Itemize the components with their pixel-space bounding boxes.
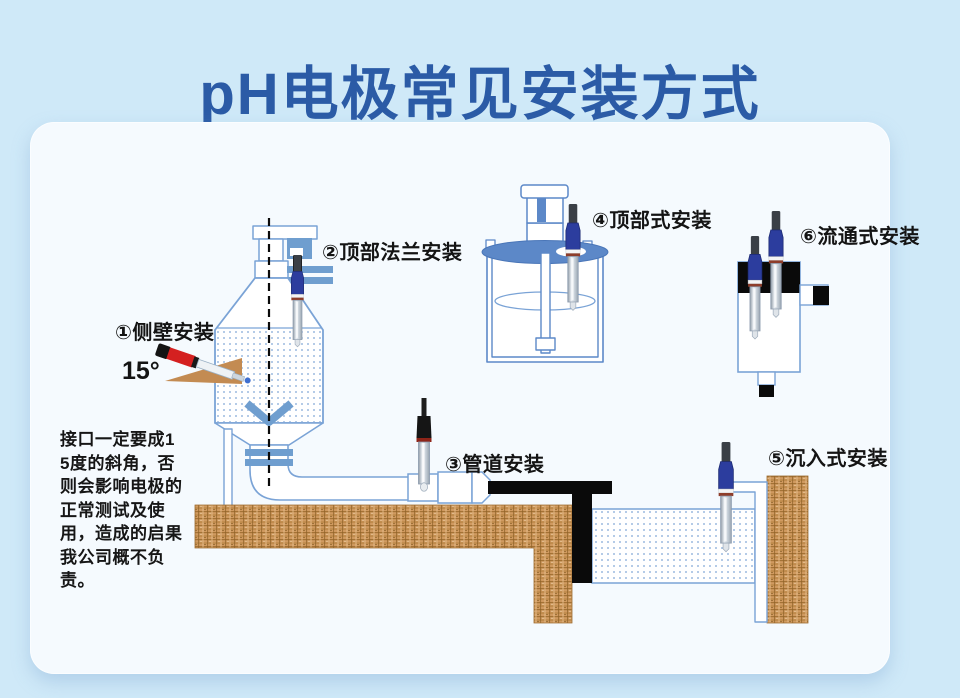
retaining-wall-icon <box>766 475 809 624</box>
side-wall-wedge-icon <box>165 358 242 384</box>
ground-icon <box>194 504 573 624</box>
top-flange-tank-icon <box>214 218 414 508</box>
page-title: pH电极常见安装方式 <box>199 61 761 127</box>
flow-cell-electrode-right-icon <box>768 210 784 318</box>
label-top-mount: ④顶部式安装 <box>592 210 712 232</box>
submerged-electrode-icon <box>718 441 734 553</box>
label-side-wall: ①侧壁安装 <box>115 322 215 344</box>
label-pipeline: ③管道安装 <box>445 454 545 476</box>
label-top-flange: ②顶部法兰安装 <box>322 242 463 264</box>
label-submerged: ⑤沉入式安装 <box>768 448 888 470</box>
side-wall-electrode-icon <box>155 343 251 384</box>
pipeline-electrode-icon <box>416 397 432 492</box>
label-angle-15: 15° <box>122 357 160 385</box>
warning-text: 接口一定要成15度的斜角，否则会影响电极的正常测试及使用，造成的启果我公司概不负… <box>60 430 183 590</box>
flow-cell-electrode-left-icon <box>747 235 763 340</box>
black-downpipe-icon <box>572 481 592 583</box>
top-flange-electrode-icon <box>290 254 305 348</box>
top-mount-vessel-icon <box>481 184 609 363</box>
top-mount-electrode-icon <box>565 203 581 311</box>
label-flow-cell: ⑥流通式安装 <box>800 226 920 248</box>
